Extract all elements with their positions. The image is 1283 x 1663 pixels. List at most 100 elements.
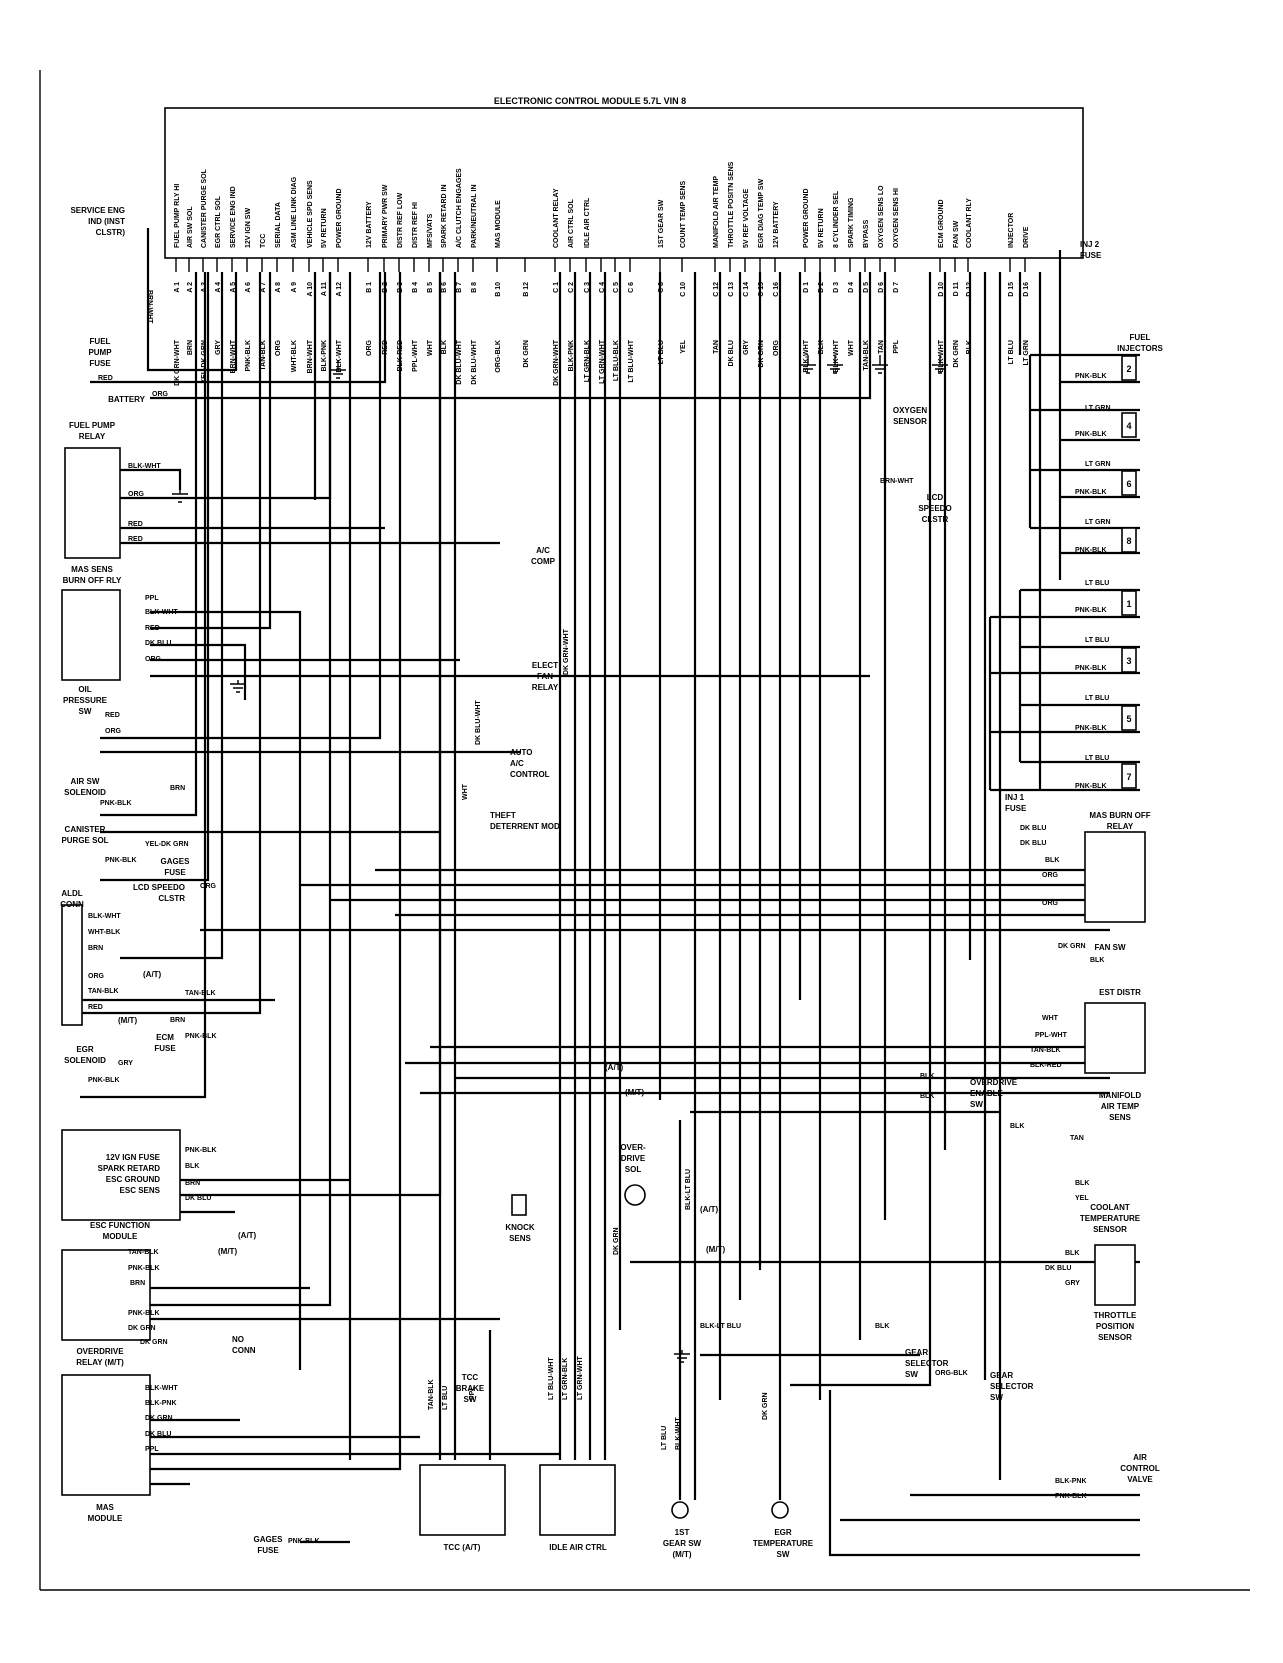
at-label: (A/T): [143, 970, 162, 979]
elect-fan-relay-label: FAN: [537, 672, 553, 681]
mas-burn-off-relay-label: RELAY: [1107, 822, 1134, 831]
wire-label: BLK: [1065, 1250, 1079, 1257]
gear-selector1-label: SELECTOR: [905, 1359, 949, 1368]
no-conn-label: NO: [232, 1335, 244, 1344]
ecm-pin-number: B 1: [366, 282, 373, 293]
ecm-pin-label: THROTTLE POSITN SENS: [728, 161, 735, 248]
ecm-pin-number: D 15: [1008, 282, 1015, 297]
service-eng-label: CLSTR): [96, 228, 126, 237]
wire-label: LT BLU: [1085, 580, 1109, 587]
gear-selector1-label: GEAR: [905, 1348, 928, 1357]
inj2-fuse-label: INJ 2: [1080, 240, 1100, 249]
ac-comp-label: A/C: [536, 546, 550, 555]
wire-label: BRN: [170, 785, 185, 792]
wire-label: BLK-WHT: [128, 463, 161, 470]
wire-label: LT GRN: [1085, 461, 1111, 468]
ecm-pin-label: OXYGEN SENS HI: [893, 188, 900, 248]
ecm-pin-number: C 14: [743, 282, 750, 297]
canister-purge-label: PURGE SOL: [61, 836, 108, 845]
wire-label: GRY: [118, 1060, 133, 1067]
wire-label: RED: [98, 375, 113, 382]
ecm-pin-wire: DK BLU-WHT: [456, 339, 463, 384]
overdrive-relay-box: [61, 1249, 151, 1341]
wire-label: LT GRN-WHT: [577, 1355, 584, 1400]
lcd-speedo-right-label: LCD: [927, 493, 944, 502]
ecm-pin-number: B 7: [456, 282, 463, 293]
esc-module-title: MODULE: [103, 1232, 138, 1241]
canister-purge-label: CANISTER: [65, 825, 106, 834]
egr-temp-sw-label: EGR: [774, 1528, 792, 1537]
ecm-pin-number: A 12: [336, 282, 343, 297]
overdrive-sol-label: DRIVE: [621, 1154, 646, 1163]
ecm-pin-number: D 4: [848, 282, 855, 293]
gear-selector2-label: GEAR: [990, 1371, 1013, 1380]
ecm-pin-number: B 4: [412, 282, 419, 293]
ground-symbols: [172, 355, 948, 1363]
wire-label: BLK-WHT: [88, 913, 121, 920]
ecm-pin-wire: BLK-WHT: [336, 339, 343, 372]
fuel-pump-fuse-label: PUMP: [88, 348, 112, 357]
inj1-fuse-label: INJ 1: [1005, 793, 1025, 802]
ecm-pin-number: C 5: [613, 282, 620, 293]
esc-module-label: ESC SENS: [120, 1186, 161, 1195]
first-gear-sw-label: (M/T): [672, 1550, 691, 1559]
oxygen-sensor-label: SENSOR: [893, 417, 927, 426]
wire-label: PNK-BLK: [128, 1265, 160, 1272]
ecm-pin-wire: TAN-BLK: [260, 340, 267, 371]
ecm-pin-wire: DK GRN: [953, 340, 960, 368]
ecm-pin-number: A 5: [230, 282, 237, 293]
wire-label: LT BLU: [442, 1386, 449, 1410]
aldl-connector: [61, 904, 83, 1026]
wire-label: DK GRN: [140, 1339, 168, 1346]
wire-label: PNK-BLK: [100, 800, 132, 807]
air-sw-solenoid-label: AIR SW: [71, 777, 100, 786]
wire-label: PNK-BLK: [1075, 489, 1107, 496]
wire-label: DK GRN: [1058, 943, 1086, 950]
wire-label: DK BLU: [1020, 825, 1046, 832]
ecm-fuse-label: FUSE: [154, 1044, 176, 1053]
injector-number: 3: [1126, 656, 1131, 666]
wire-label: LT GRN-BLK: [562, 1358, 569, 1400]
ecm-pin-label: POWER GROUND: [803, 189, 810, 249]
ecm-pin-number: B 5: [427, 282, 434, 293]
fuel-pump-fuse-label: FUEL: [90, 337, 111, 346]
wire-label: PNK-BLK: [1055, 1493, 1087, 1500]
ecm-pin-label: DISTR REF LOW: [397, 192, 404, 248]
mt-label: (M/T): [706, 1245, 725, 1254]
ecm-pin-label: BYPASS: [863, 219, 870, 248]
wire-label: YEL-DK GRN: [145, 841, 189, 848]
knock-sensor-symbol: [511, 1194, 527, 1216]
ecm-pin-wire: BLK: [818, 340, 825, 354]
wire-label: PNK-BLK: [128, 1310, 160, 1317]
ecm-pin-number: C 16: [773, 282, 780, 297]
ecm-pin-number: D 16: [1023, 282, 1030, 297]
wire-label: ORG: [105, 728, 122, 735]
egr-solenoid-label: SOLENOID: [64, 1056, 106, 1065]
gages-fuse-label: GAGES: [161, 857, 191, 866]
injector-symbol: [1121, 705, 1137, 731]
wire-label: LT BLU-WHT: [548, 1357, 555, 1400]
throttle-position-label: POSITION: [1096, 1322, 1134, 1331]
overdrive-relay-label: RELAY (M/T): [76, 1358, 124, 1367]
wire-label: LT BLU: [1085, 637, 1109, 644]
egr-temp-sw-label: SW: [777, 1550, 790, 1559]
wire-label: BLK-WHT: [675, 1417, 682, 1450]
ecm-pin-label: MAS MODULE: [495, 200, 502, 248]
ecm-pin-number: C 10: [680, 282, 687, 297]
ecm-pin-label: OXYGEN SENS LO: [878, 185, 885, 248]
ecm-pin-number: C 4: [599, 282, 606, 293]
ecm-pin-wire: ORG-BLK: [495, 340, 502, 373]
ecm-pin-wire: LT BLU-WHT: [628, 339, 635, 382]
ecm-pin-number: A 9: [291, 282, 298, 293]
wire-label: BRN: [185, 1180, 200, 1187]
wire-label: PNK-BLK: [1075, 547, 1107, 554]
lcd-speedo-label: CLSTR: [158, 894, 185, 903]
ecm-pin-wire: BLK-PNK: [321, 340, 328, 372]
wire-label: PPL: [145, 1446, 159, 1453]
ecm-pin-number: C 6: [628, 282, 635, 293]
oxygen-sensor-label: OXYGEN: [893, 406, 927, 415]
wire-label: WHT: [462, 783, 469, 800]
mt-label: (M/T): [218, 1247, 237, 1256]
idle-air-ctrl-box: [539, 1464, 616, 1536]
